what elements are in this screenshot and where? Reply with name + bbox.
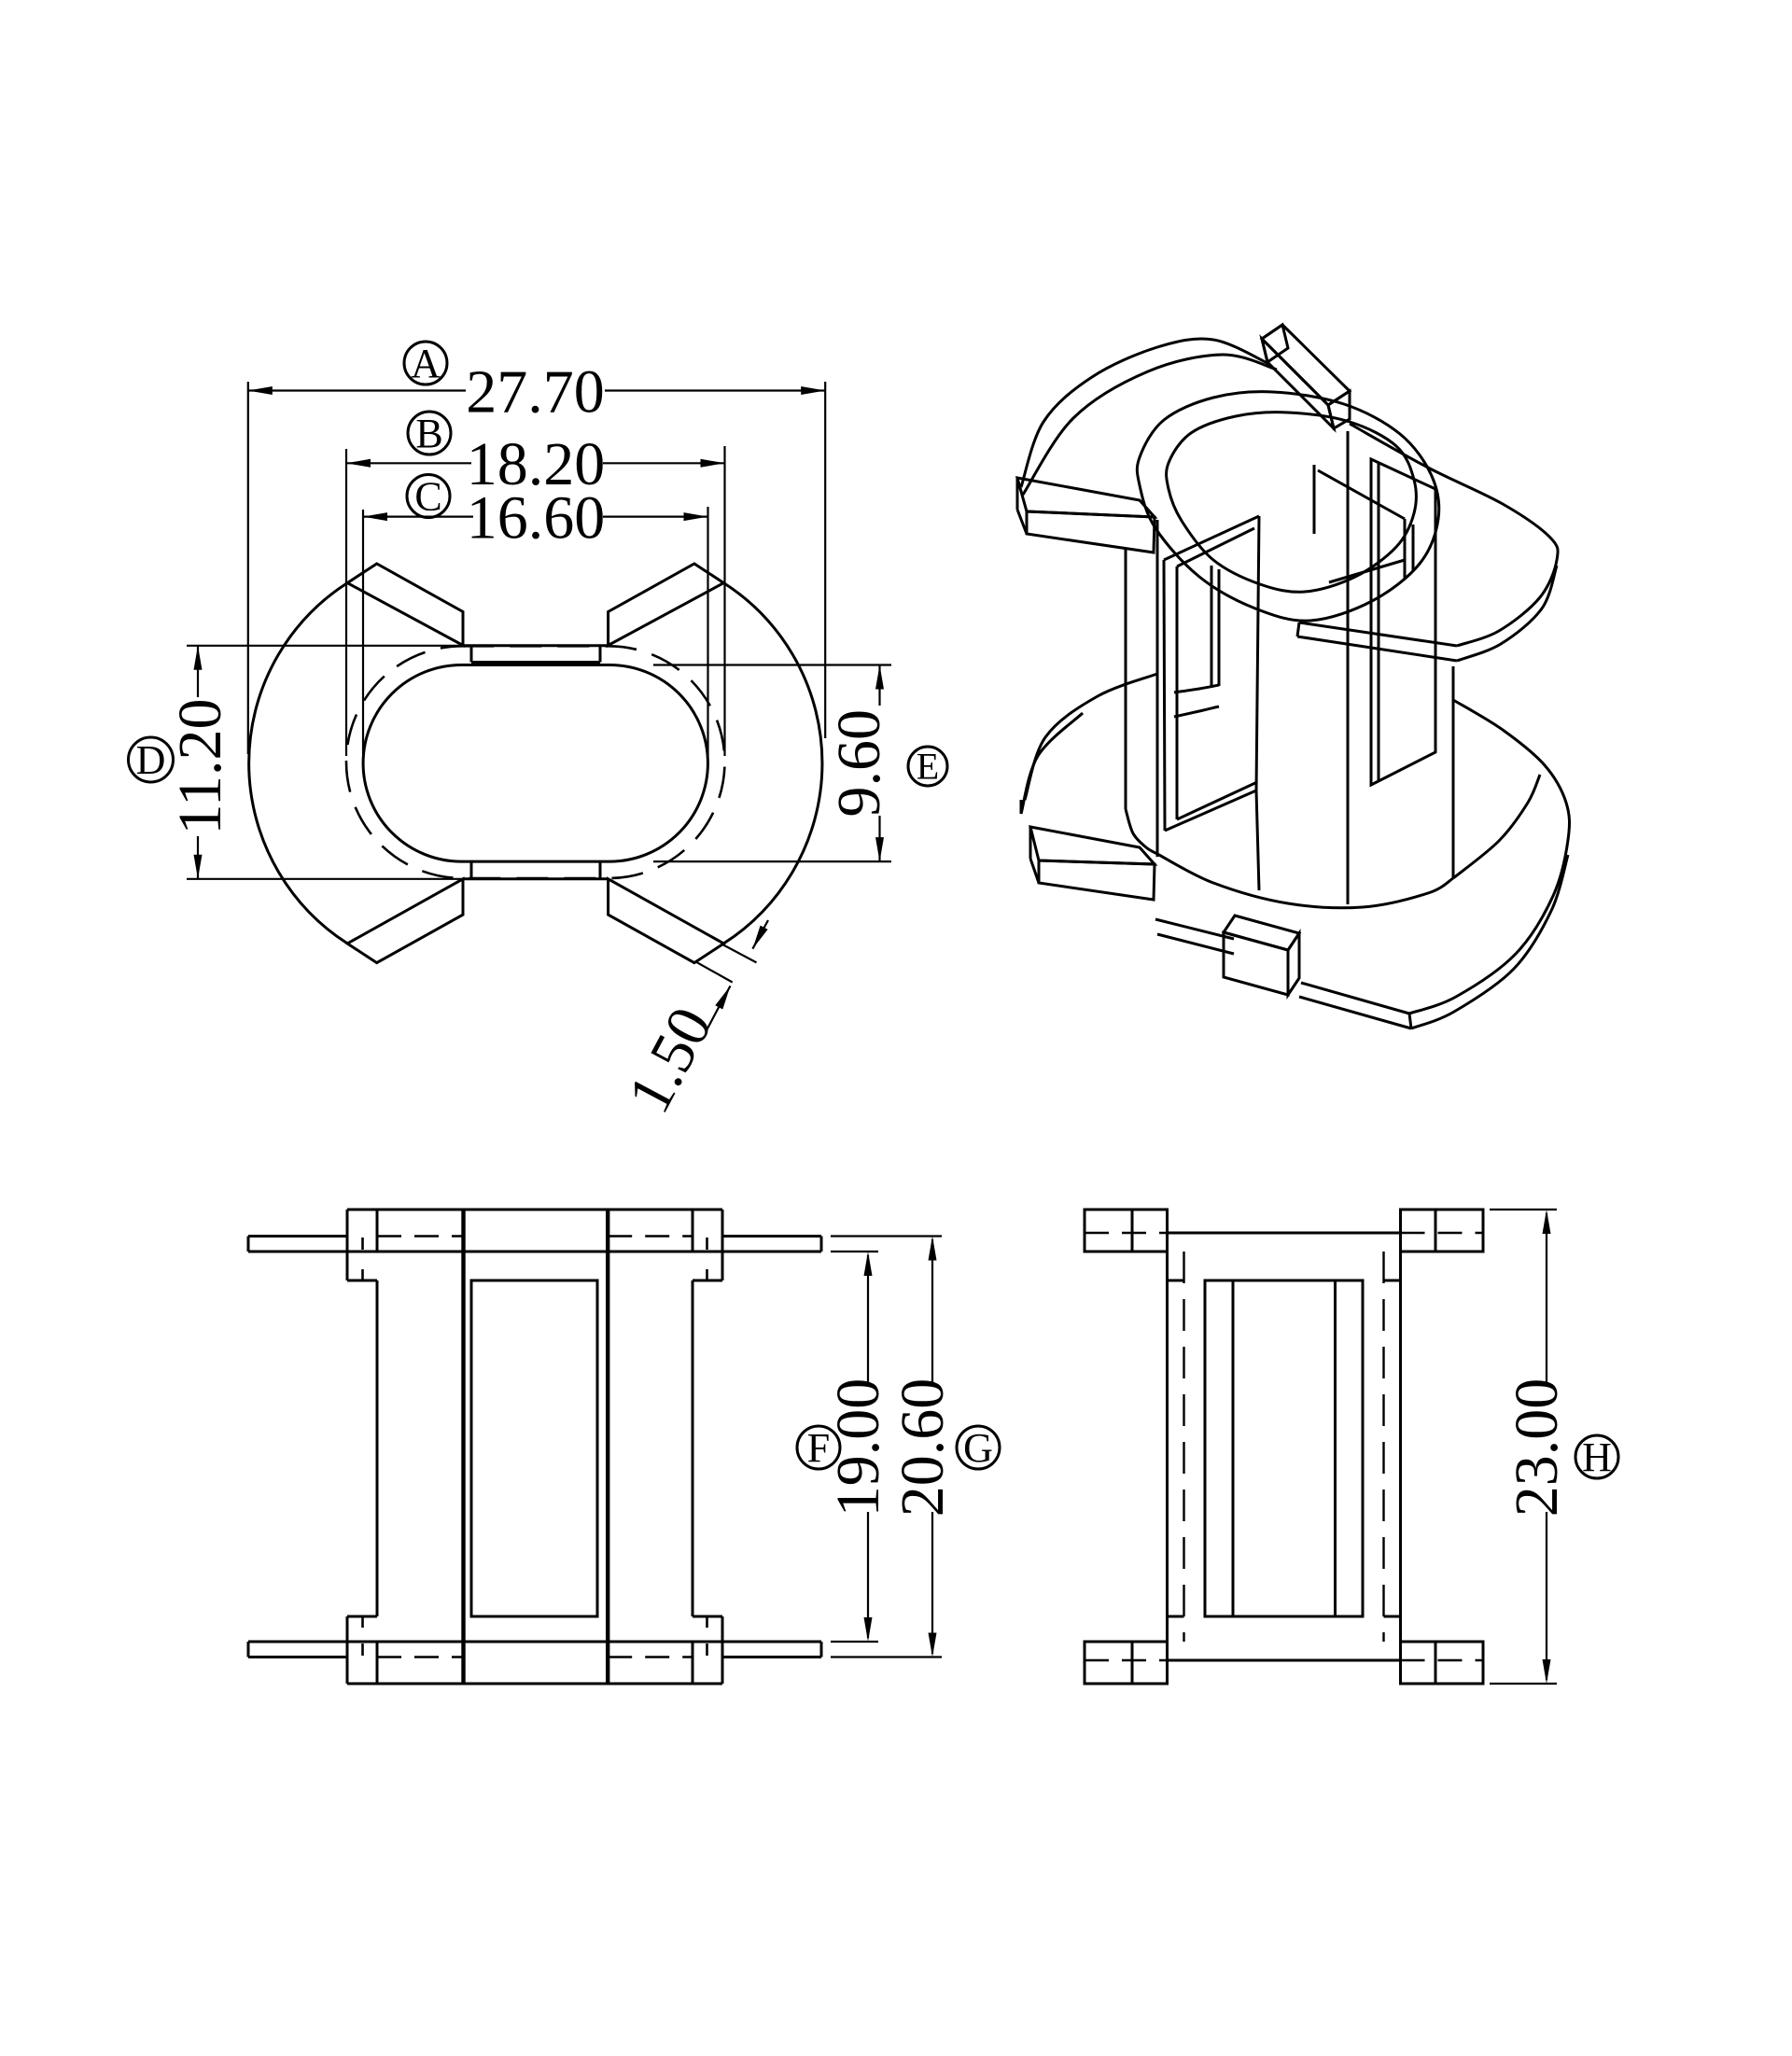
svg-text:F: F — [807, 1425, 830, 1471]
svg-text:20.60: 20.60 — [889, 1378, 957, 1518]
svg-text:D: D — [136, 737, 166, 783]
svg-text:11.20: 11.20 — [166, 698, 234, 834]
svg-text:B: B — [415, 411, 442, 456]
svg-text:G: G — [963, 1425, 993, 1471]
svg-text:9.60: 9.60 — [825, 709, 893, 818]
svg-text:16.60: 16.60 — [467, 484, 606, 552]
svg-text:A: A — [411, 341, 441, 386]
svg-text:C: C — [414, 474, 441, 520]
svg-text:E: E — [917, 746, 939, 788]
svg-text:18.20: 18.20 — [467, 430, 606, 498]
svg-text:H: H — [1582, 1434, 1612, 1480]
svg-text:19.00: 19.00 — [824, 1378, 892, 1518]
svg-text:23.00: 23.00 — [1503, 1378, 1571, 1518]
svg-text:27.70: 27.70 — [466, 358, 605, 427]
